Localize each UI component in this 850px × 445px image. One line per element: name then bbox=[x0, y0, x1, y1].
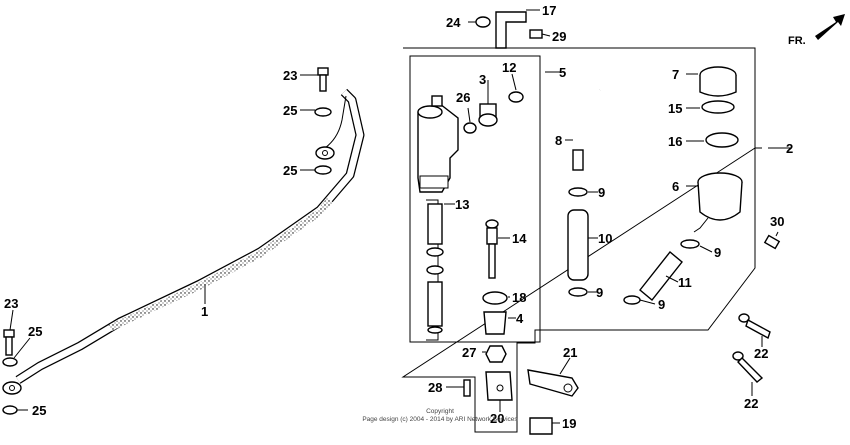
boot-18 bbox=[482, 291, 508, 305]
washer-24 bbox=[475, 16, 491, 28]
callout-27: 27 bbox=[462, 345, 476, 360]
callout-7: 7 bbox=[672, 67, 679, 82]
sealing-washer-25-b bbox=[314, 165, 332, 175]
diaphragm-16 bbox=[705, 132, 739, 148]
hose-10 bbox=[567, 209, 589, 281]
callout-6: 6 bbox=[672, 179, 679, 194]
pin-28 bbox=[463, 379, 471, 397]
reservoir-hose-8 bbox=[572, 149, 584, 171]
callout-30: 30 bbox=[770, 214, 784, 229]
sealing-washer-25-d bbox=[2, 405, 18, 415]
callout-26: 26 bbox=[456, 90, 470, 105]
callout-22-a: 22 bbox=[754, 346, 768, 361]
callout-17: 17 bbox=[542, 3, 556, 18]
callout-22-b: 22 bbox=[744, 396, 758, 411]
reservoir-6 bbox=[693, 172, 743, 233]
callout-12: 12 bbox=[502, 60, 516, 75]
sealing-washer-25-c bbox=[2, 357, 18, 367]
callout-5: 5 bbox=[559, 65, 566, 80]
callout-3: 3 bbox=[479, 72, 486, 87]
callout-11: 11 bbox=[678, 275, 692, 290]
master-cylinder-body bbox=[417, 95, 459, 193]
callout-9-d: 9 bbox=[658, 297, 665, 312]
callout-1: 1 bbox=[201, 304, 208, 319]
callout-25-c: 25 bbox=[28, 324, 42, 339]
copyright-line-1: Copyright bbox=[426, 408, 454, 415]
banjo-bolt-23-bottom bbox=[3, 329, 15, 356]
brake-hose bbox=[2, 88, 365, 395]
hose-clip-9-d bbox=[623, 295, 641, 305]
callout-14: 14 bbox=[512, 231, 527, 246]
copyright-notice: Copyright Page design (c) 2004 - 2014 by… bbox=[340, 408, 540, 424]
hose-clip-12 bbox=[508, 91, 524, 103]
callout-19: 19 bbox=[562, 416, 576, 431]
callout-29: 29 bbox=[552, 29, 566, 44]
nut-27 bbox=[485, 345, 507, 363]
callout-16: 16 bbox=[668, 134, 682, 149]
callout-9-a: 9 bbox=[598, 185, 605, 200]
callout-28: 28 bbox=[428, 380, 442, 395]
hose-clip-9-c bbox=[680, 239, 700, 249]
callout-25-a: 25 bbox=[283, 103, 297, 118]
hose-clip-9-a bbox=[568, 187, 588, 197]
callout-15: 15 bbox=[668, 101, 682, 116]
clip-19 bbox=[529, 417, 553, 435]
push-rod-14 bbox=[485, 219, 499, 279]
callout-20: 20 bbox=[490, 411, 504, 426]
banjo-bolt-23-top bbox=[317, 67, 329, 92]
bracket-17 bbox=[495, 11, 527, 49]
clevis-20 bbox=[485, 371, 513, 401]
bolt-30 bbox=[763, 234, 781, 250]
o-ring-26 bbox=[463, 122, 477, 134]
callout-23-top: 23 bbox=[283, 68, 297, 83]
reservoir-plate-15 bbox=[701, 100, 735, 114]
callout-4: 4 bbox=[516, 311, 524, 326]
callout-25-d: 25 bbox=[32, 403, 46, 418]
bolt-29 bbox=[529, 29, 543, 39]
hose-11 bbox=[639, 251, 683, 301]
leader-lines bbox=[9, 9, 792, 424]
callout-18: 18 bbox=[512, 290, 526, 305]
callout-21: 21 bbox=[563, 345, 577, 360]
callout-10: 10 bbox=[598, 231, 612, 246]
callout-labels: 1 2 3 4 5 6 7 8 9 9 9 9 10 11 12 13 14 1… bbox=[4, 3, 793, 431]
arm-21 bbox=[527, 369, 579, 397]
callout-9-b: 9 bbox=[714, 245, 721, 260]
callout-23-bottom: 23 bbox=[4, 296, 18, 311]
callout-13: 13 bbox=[455, 197, 469, 212]
front-direction-label: FR. bbox=[788, 35, 806, 47]
hose-clip-9-b bbox=[568, 287, 588, 297]
assembly-outline bbox=[401, 47, 762, 433]
hose-banjo-top bbox=[315, 146, 335, 160]
callout-8: 8 bbox=[555, 133, 562, 148]
hose-banjo-bottom bbox=[2, 381, 22, 395]
piston-kit-13 bbox=[426, 199, 444, 341]
master-cylinder-box bbox=[409, 55, 541, 343]
callout-9-c: 9 bbox=[596, 285, 603, 300]
callout-25-b: 25 bbox=[283, 163, 297, 178]
sealing-washer-25-a bbox=[314, 107, 332, 117]
callout-2: 2 bbox=[786, 141, 793, 156]
front-direction-arrow-icon bbox=[815, 14, 845, 40]
bolt-22-a bbox=[738, 313, 771, 340]
boot-4 bbox=[483, 311, 507, 335]
copyright-line-2: Page design (c) 2004 - 2014 by ARI Netwo… bbox=[362, 416, 518, 423]
callout-24: 24 bbox=[446, 15, 461, 30]
bolt-22-b bbox=[732, 351, 764, 383]
